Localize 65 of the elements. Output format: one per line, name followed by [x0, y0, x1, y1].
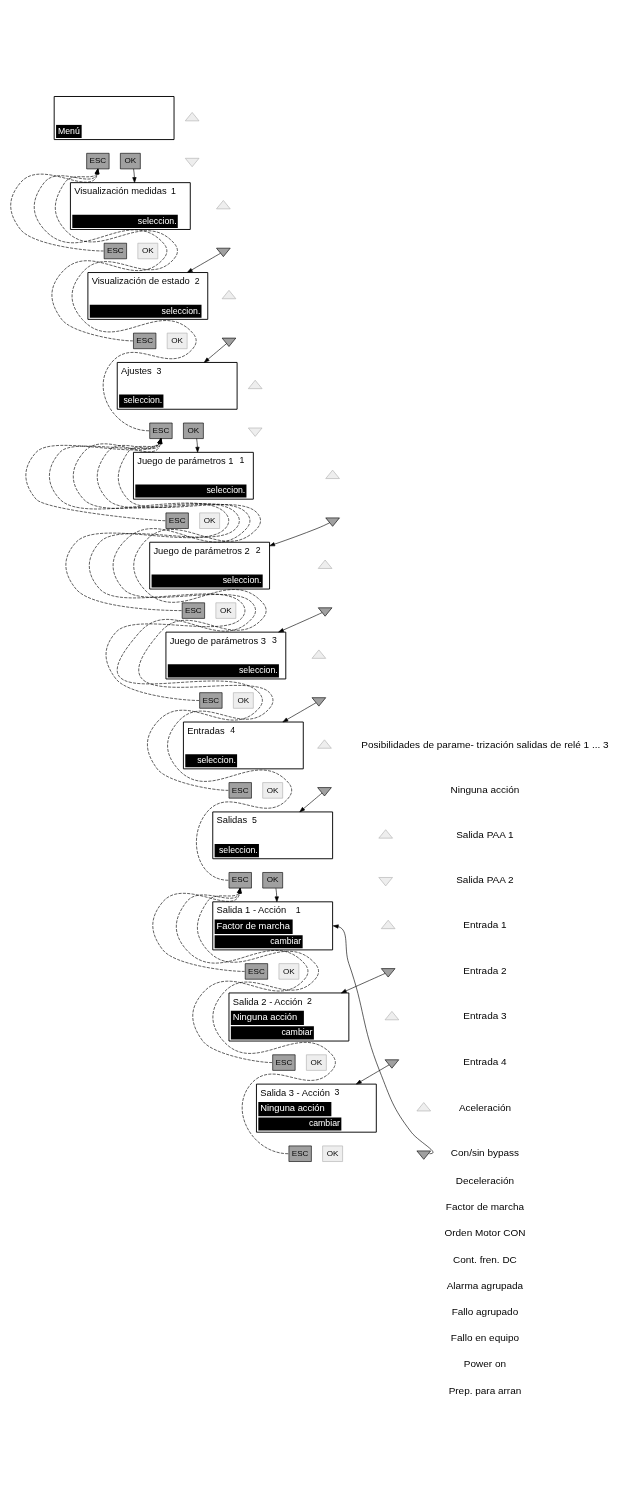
arrow — [10, 168, 104, 251]
node-triangle — [378, 876, 393, 886]
label: Con/sin bypass — [450, 1146, 520, 1158]
arrow — [118, 437, 292, 881]
node-triangle — [416, 1150, 431, 1160]
arrow — [269, 522, 330, 546]
label: Entrada 3 — [463, 1009, 507, 1021]
arrow — [282, 701, 317, 722]
label: Entrada 2 — [463, 964, 507, 976]
arrow — [195, 437, 200, 453]
arrow — [72, 437, 246, 701]
arrow — [332, 924, 434, 1154]
arrow — [49, 437, 230, 611]
label: Factor de marcha — [445, 1200, 524, 1212]
arrow — [187, 252, 221, 273]
label: Fallo agrupado — [451, 1305, 519, 1317]
label: Salida PAA 1 — [456, 828, 514, 840]
label: Prep. para arran — [448, 1384, 522, 1396]
node-triangle — [378, 828, 393, 838]
node-triangle — [221, 289, 237, 299]
node-triangle — [184, 111, 200, 121]
label: Deceleración — [455, 1174, 515, 1186]
node-triangle — [184, 157, 200, 167]
node-triangle — [248, 427, 263, 437]
node-triangle — [384, 1010, 400, 1020]
node-triangle — [317, 606, 333, 616]
node-triangle — [311, 649, 327, 659]
label: Power on — [463, 1357, 506, 1369]
arrow — [274, 887, 279, 902]
arrow — [132, 168, 137, 183]
label: Salida PAA 2 — [456, 873, 514, 885]
label: Entrada 1 — [463, 918, 507, 930]
node-triangle — [384, 1058, 400, 1068]
label: Ninguna acción — [450, 783, 520, 795]
node-triangle — [381, 967, 396, 977]
node-triangle — [216, 199, 231, 209]
arrow — [33, 168, 168, 341]
node-triangle — [381, 919, 396, 929]
arrow — [341, 972, 386, 993]
node-triangle — [311, 696, 327, 706]
node-triangle — [317, 739, 332, 749]
arrow — [356, 1064, 390, 1084]
label: Entrada 4 — [463, 1055, 507, 1067]
label: Orden Motor CON — [444, 1226, 526, 1238]
arrow — [152, 887, 245, 972]
arrow — [55, 168, 197, 431]
arrow — [278, 611, 323, 632]
arrow — [203, 342, 227, 363]
node-triangle — [221, 337, 237, 347]
label: Alarma agrupada — [446, 1279, 524, 1291]
arrow — [299, 792, 323, 812]
node-triangle — [325, 469, 340, 479]
label: Cont. fren. DC — [453, 1253, 517, 1265]
arrow — [197, 887, 336, 1154]
node-triangle — [325, 517, 340, 527]
node-triangle — [248, 379, 263, 389]
arrow — [176, 887, 309, 1063]
arrow — [25, 437, 166, 521]
label: Fallo en equipo — [450, 1331, 520, 1343]
node-triangle — [416, 1101, 431, 1111]
label: Aceleración — [458, 1101, 511, 1113]
label: Posibilidades de parame- trización salidas de relé 1 ... 3 — [361, 738, 609, 750]
node-triangle — [317, 786, 332, 796]
node-triangle — [317, 559, 333, 569]
node-triangle — [216, 247, 231, 257]
